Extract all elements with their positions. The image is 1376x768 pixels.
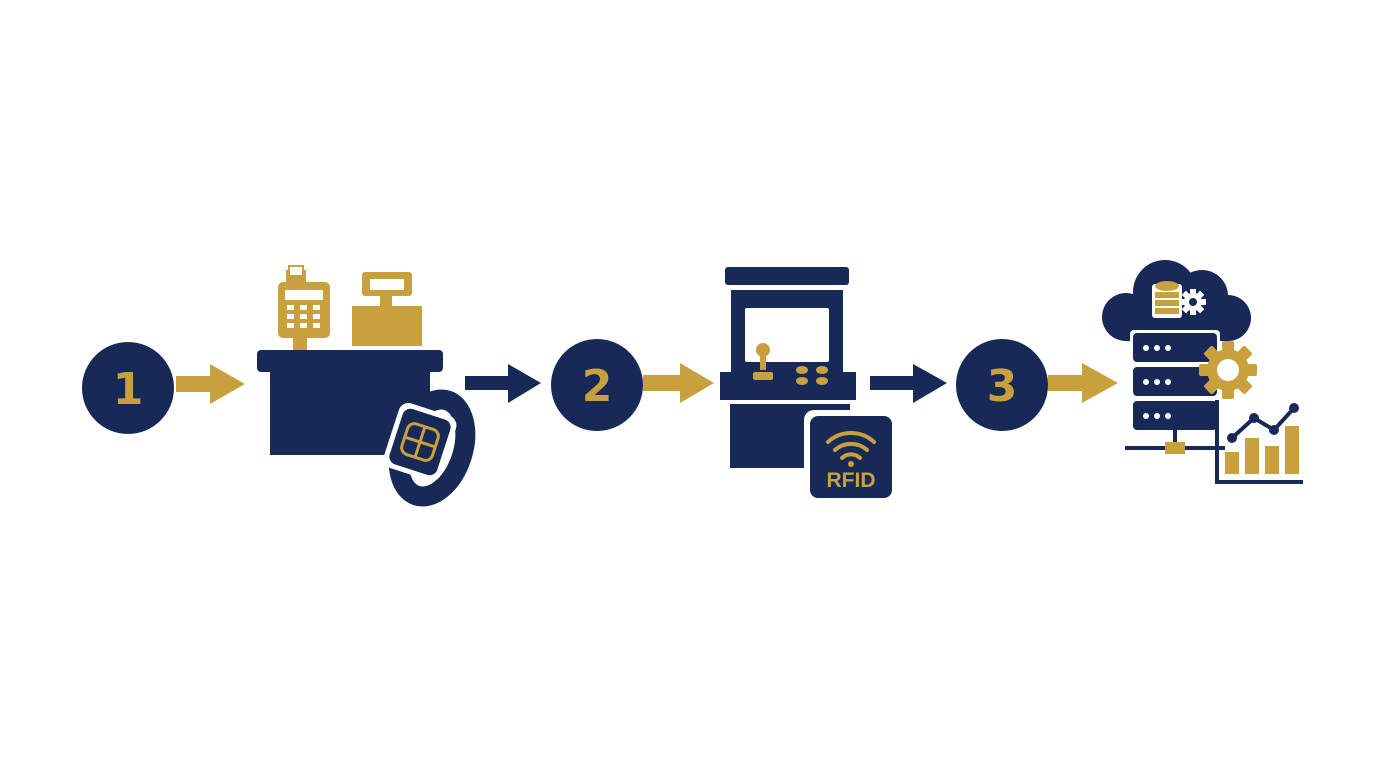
step-3-badge: 3 <box>956 339 1048 431</box>
step-2-badge: 2 <box>551 339 643 431</box>
cloud-data-center-icon <box>1102 260 1303 484</box>
gear-icon <box>1180 289 1206 315</box>
rfid-reader-icon: RFID <box>804 410 898 502</box>
arcade-cabinet-icon <box>720 267 856 468</box>
step-2-number: 2 <box>582 361 613 412</box>
connector-arrow-3 <box>643 363 714 403</box>
rfid-label: RFID <box>827 469 876 492</box>
bar-chart-icon <box>1215 400 1303 484</box>
connector-arrow-5 <box>1048 363 1118 403</box>
connector-arrow-4 <box>870 364 947 403</box>
step-1-number: 1 <box>113 364 144 415</box>
connector-arrow-1 <box>176 364 245 404</box>
database-icon <box>1152 281 1182 318</box>
gear-icon <box>1199 341 1257 399</box>
server-rack-icon <box>1125 330 1225 454</box>
pos-terminal-icon <box>278 265 330 350</box>
rfid-wristband-icon <box>383 389 476 507</box>
checkout-counter-icon <box>257 265 476 507</box>
step-3-number: 3 <box>987 361 1018 412</box>
step-1-badge: 1 <box>82 342 174 434</box>
connector-arrow-2 <box>465 364 541 403</box>
cash-register-icon <box>352 272 422 346</box>
